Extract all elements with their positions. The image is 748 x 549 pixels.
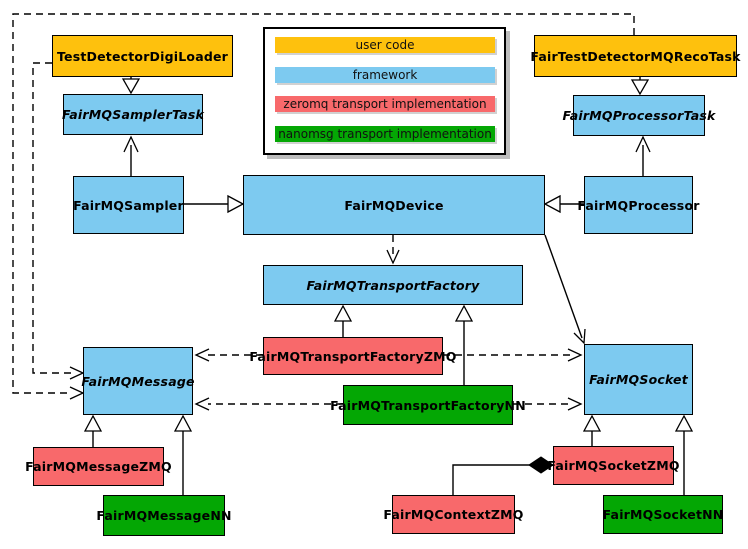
- legend-label-zeromq: zeromq transport implementation: [283, 97, 487, 111]
- edge-inherit-socketnn-socket: [674, 414, 694, 495]
- legend-swatch-nanomsg: nanomsg transport implementation: [275, 126, 495, 142]
- node-fairmq-transport-factory-zmq: FairMQTransportFactoryZMQ: [249, 337, 456, 375]
- node-fairmq-context-zmq: FairMQContextZMQ: [383, 495, 523, 534]
- node-fairmq-sampler: FairMQSampler: [73, 176, 184, 234]
- legend-label-framework: framework: [352, 68, 418, 82]
- node-fairmq-sampler-task: FairMQSamplerTask: [62, 94, 204, 135]
- edge-inherit-processor-device: [543, 194, 584, 214]
- edge-processor-processortask: [635, 135, 651, 176]
- node-fairmq-socket-nn: FairMQSocketNN: [603, 495, 723, 534]
- edge-inherit-sampler-device: [184, 194, 245, 214]
- node-fair-test-detector-mq-reco-task: FairTestDetectorMQRecoTask: [530, 35, 740, 77]
- node-fairmq-message: FairMQMessage: [81, 347, 194, 415]
- edge-dep-device-transportfactory: [386, 235, 400, 265]
- legend: user code framework zeromq transport imp…: [263, 27, 506, 155]
- edge-dep-factorynn-socket: [513, 397, 583, 411]
- node-fairmq-transport-factory: FairMQTransportFactory: [263, 265, 523, 305]
- edge-inherit-digiloader-samplertask: [121, 77, 141, 95]
- node-test-detector-digi-loader: TestDetectorDigiLoader: [52, 35, 233, 77]
- node-fairmq-device: FairMQDevice: [243, 175, 545, 235]
- node-fairmq-socket-zmq: FairMQSocketZMQ: [547, 446, 679, 485]
- edge-inherit-factoryzmq-factory: [333, 304, 353, 337]
- legend-label-nanomsg: nanomsg transport implementation: [278, 127, 492, 141]
- legend-swatch-framework: framework: [275, 67, 495, 83]
- node-fairmq-processor: FairMQProcessor: [577, 176, 699, 234]
- edge-inherit-recotask-processortask: [630, 77, 650, 96]
- node-fairmq-socket: FairMQSocket: [584, 344, 693, 415]
- edge-inherit-messagenn-message: [173, 414, 193, 495]
- edge-dep-factoryzmq-message: [194, 348, 263, 362]
- edge-inherit-factorynn-factory: [454, 304, 474, 385]
- legend-swatch-user-code: user code: [275, 37, 495, 53]
- edge-inherit-messagezmq-message: [83, 414, 103, 447]
- edge-compose-contextzmq-socketzmq: [452, 456, 554, 495]
- edge-device-socket: [544, 234, 586, 345]
- legend-label-user-code: user code: [355, 38, 415, 52]
- node-fairmq-transport-factory-nn: FairMQTransportFactoryNN: [330, 385, 526, 425]
- edge-inherit-socketzmq-socket: [582, 414, 602, 446]
- edge-sampler-samplertask: [123, 135, 139, 176]
- node-fairmq-message-zmq: FairMQMessageZMQ: [25, 447, 172, 486]
- edge-dep-factoryzmq-socket: [443, 348, 583, 362]
- node-fairmq-message-nn: FairMQMessageNN: [96, 495, 231, 536]
- edge-dep-factorynn-message: [194, 397, 343, 411]
- node-fairmq-processor-task: FairMQProcessorTask: [562, 95, 715, 136]
- legend-swatch-zeromq: zeromq transport implementation: [275, 96, 495, 112]
